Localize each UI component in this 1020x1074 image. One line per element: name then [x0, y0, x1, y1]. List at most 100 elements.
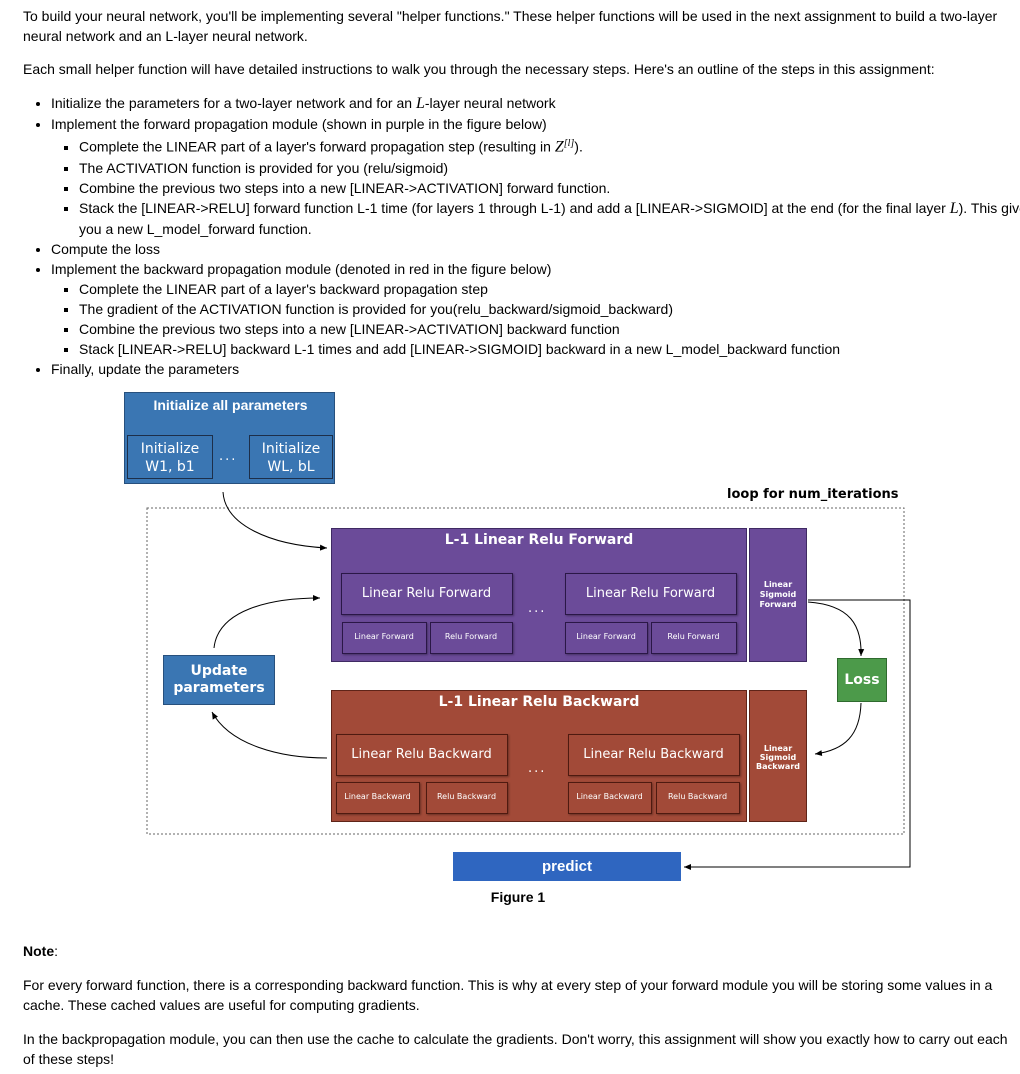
list-item: Implement the backward propagation modul… — [51, 259, 1020, 359]
linear-relu-forward-label: Linear Relu Forward — [585, 586, 716, 601]
list-item: Combine the previous two steps into a ne… — [79, 319, 1020, 339]
math-superscript: [l] — [563, 138, 575, 149]
math-L: L — [415, 95, 425, 112]
forward-to-loss-arrow — [807, 601, 865, 657]
initialize-wl-line2: WL, bL — [267, 459, 315, 475]
list-item: Initialize the parameters for a two-laye… — [51, 93, 1020, 114]
sigmoid-backward-line2: Sigmoid — [759, 753, 797, 762]
forward-title: L-1 Linear Relu Forward — [444, 532, 634, 548]
sigmoid-backward-line3: Backward — [755, 762, 801, 771]
initialize-wl-line1: Initialize — [261, 441, 321, 457]
update-to-forward-arrow — [213, 595, 321, 649]
initialize-wl-box: Initialize WL, bL — [249, 435, 333, 479]
list-item-text: Implement the backward propagation modul… — [51, 260, 552, 277]
note-heading: Note — [23, 943, 55, 959]
list-item-text: ). This gives you a new L_model_forward … — [79, 199, 1020, 237]
loop-label: loop for num_iterations — [727, 487, 899, 502]
list-item: Complete the LINEAR part of a layer's fo… — [79, 134, 1020, 158]
sigmoid-backward-block: Linear Sigmoid Backward — [749, 690, 807, 822]
list-item: Compute the loss — [51, 239, 1020, 259]
initialize-parameters-block: Initialize all parameters Initialize W1,… — [124, 392, 335, 484]
note-heading-line: Note: — [23, 941, 1008, 961]
forward-substeps: Complete the LINEAR part of a layer's fo… — [51, 134, 1020, 239]
relu-backward-label: Relu Backward — [667, 792, 728, 801]
list-item: Finally, update the parameters — [51, 359, 1020, 379]
linear-backward-label: Linear Backward — [576, 792, 643, 801]
relu-forward-label: Relu Forward — [444, 632, 498, 641]
backward-substeps: Complete the LINEAR part of a layer's ba… — [51, 279, 1020, 359]
list-item: The ACTIVATION function is provided for … — [79, 158, 1020, 178]
relu-backward-label: Relu Backward — [436, 792, 497, 801]
forward-block: L-1 Linear Relu Forward Linear Relu Forw… — [331, 528, 747, 662]
update-line1: Update — [190, 663, 248, 679]
linear-forward-label: Linear Forward — [354, 632, 414, 641]
linear-relu-forward-label: Linear Relu Forward — [361, 586, 492, 601]
backward-dots: ... — [528, 761, 547, 776]
forward-to-predict-arrow — [684, 599, 911, 870]
relu-backward-box: Relu Backward — [656, 782, 740, 814]
linear-forward-label: Linear Forward — [576, 632, 636, 641]
linear-relu-forward-box: Linear Relu Forward — [565, 573, 737, 615]
linear-forward-box: Linear Forward — [565, 622, 648, 654]
linear-backward-box: Linear Backward — [336, 782, 420, 814]
predict-block: predict — [453, 852, 681, 881]
linear-forward-box: Linear Forward — [342, 622, 427, 654]
update-line2: parameters — [173, 680, 265, 696]
list-item: Stack [LINEAR->RELU] backward L-1 times … — [79, 339, 1020, 359]
loop-boundary — [146, 507, 905, 835]
linear-backward-box: Linear Backward — [568, 782, 652, 814]
list-item: Stack the [LINEAR->RELU] forward functio… — [79, 198, 1020, 239]
math-Z: Z — [554, 138, 564, 156]
backward-block: L-1 Linear Relu Backward Linear Relu Bac… — [331, 690, 747, 822]
relu-backward-box: Relu Backward — [426, 782, 508, 814]
linear-backward-label: Linear Backward — [344, 792, 411, 801]
sigmoid-backward-line1: Linear — [763, 744, 793, 753]
list-item-text: ). — [574, 138, 583, 155]
predict-label: predict — [541, 858, 592, 875]
math-L: L — [949, 199, 959, 217]
list-item: Combine the previous two steps into a ne… — [79, 178, 1020, 198]
list-item-text: Initialize the parameters for a two-laye… — [51, 95, 416, 111]
sigmoid-forward-line2: Sigmoid — [759, 590, 797, 599]
initialize-w1-line1: Initialize — [140, 441, 200, 457]
relu-forward-box: Relu Forward — [651, 622, 737, 654]
backward-to-update-arrow — [211, 711, 328, 759]
linear-relu-forward-box: Linear Relu Forward — [341, 573, 513, 615]
intro-paragraph-1: To build your neural network, you'll be … — [23, 8, 998, 44]
list-item-text: Implement the forward propagation module… — [51, 116, 547, 132]
linear-relu-backward-label: Linear Relu Backward — [351, 747, 492, 762]
list-item: Complete the LINEAR part of a layer's ba… — [79, 279, 1020, 299]
list-item: The gradient of the ACTIVATION function … — [79, 299, 1020, 319]
relu-forward-label: Relu Forward — [667, 632, 720, 641]
sigmoid-forward-line3: Forward — [759, 600, 797, 609]
relu-forward-box: Relu Forward — [430, 622, 513, 654]
figure-caption: Figure 1 — [490, 889, 546, 905]
linear-relu-backward-box: Linear Relu Backward — [568, 734, 740, 776]
update-parameters-block: Update parameters — [163, 655, 275, 705]
list-item: Implement the forward propagation module… — [51, 114, 1020, 239]
initialize-w1-line2: W1, b1 — [145, 459, 195, 475]
init-to-forward-arrow — [222, 491, 328, 551]
loss-block: Loss — [837, 658, 887, 702]
steps-outline: Initialize the parameters for a two-laye… — [23, 93, 1020, 379]
loss-label: Loss — [844, 672, 880, 688]
list-item-text: -layer neural network — [424, 95, 556, 111]
note-paragraph-2: In the backpropagation module, you can t… — [23, 1031, 1008, 1067]
sigmoid-forward-line1: Linear — [763, 580, 793, 589]
initialize-title: Initialize all parameters — [153, 397, 308, 413]
note-colon: : — [54, 943, 59, 959]
initialize-w1-box: Initialize W1, b1 — [127, 435, 213, 479]
linear-relu-backward-label: Linear Relu Backward — [583, 747, 724, 762]
forward-dots: ... — [528, 601, 547, 616]
backward-title: L-1 Linear Relu Backward — [438, 694, 640, 710]
sigmoid-forward-block: Linear Sigmoid Forward — [749, 528, 807, 662]
initialize-dots: ... — [219, 449, 238, 464]
loss-to-backward-arrow — [814, 702, 862, 757]
intro-paragraph-2: Each small helper function will have det… — [23, 61, 935, 77]
list-item-text: Complete the LINEAR part of a layer's fo… — [79, 138, 555, 155]
note-paragraph-1: For every forward function, there is a c… — [23, 977, 993, 1013]
list-item-text: Stack the [LINEAR->RELU] forward functio… — [79, 199, 950, 216]
linear-relu-backward-box: Linear Relu Backward — [336, 734, 508, 776]
